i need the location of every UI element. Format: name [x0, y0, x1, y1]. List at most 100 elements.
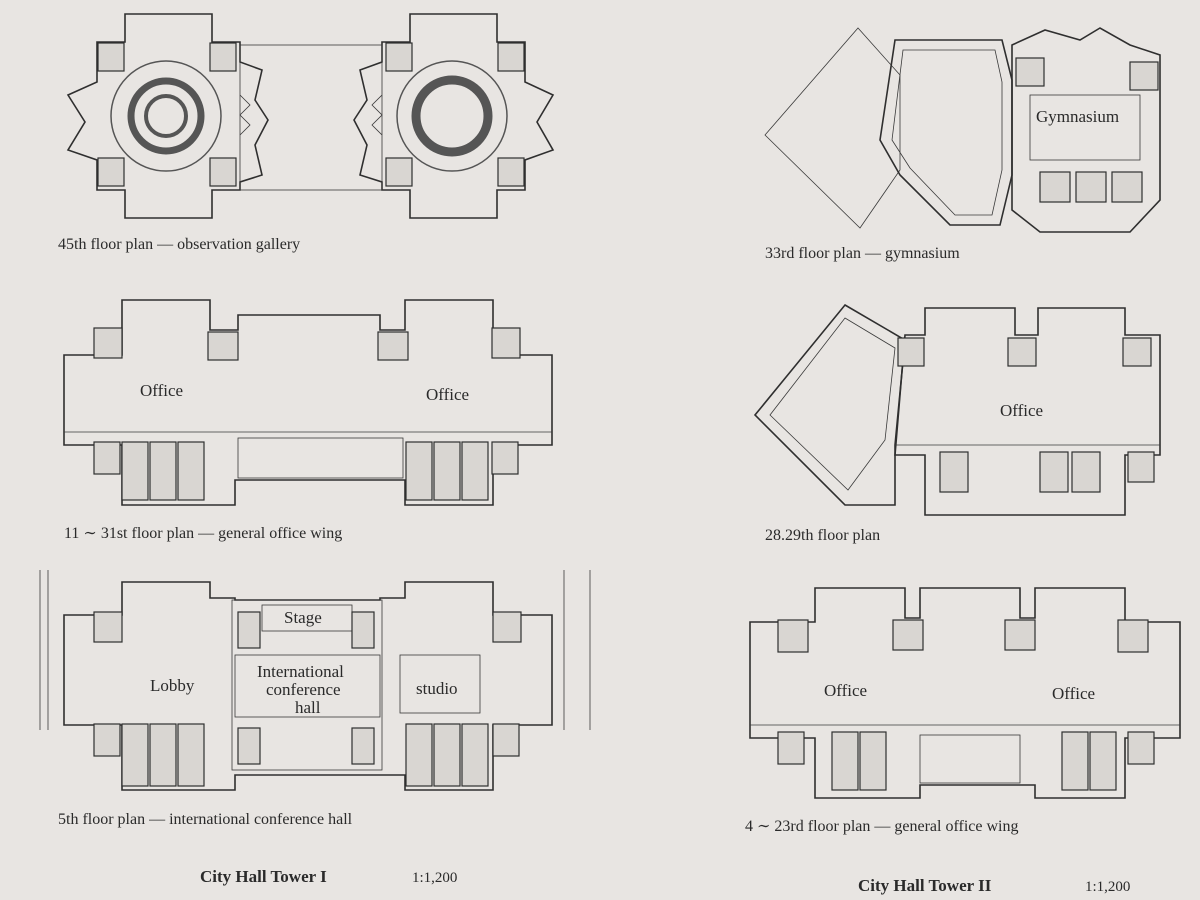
plan-33-core: [1015, 57, 1045, 87]
room-label-studio: studio: [416, 679, 458, 698]
plan-4-core: [892, 619, 924, 651]
plan-5-service: [405, 723, 433, 787]
plan-28-office-outline: [894, 307, 1161, 516]
room-label-office: Office: [426, 385, 469, 404]
plan-28-service: [1071, 451, 1101, 493]
scale-tower-1: 1:1,200: [412, 870, 457, 886]
plan-45-core: [385, 42, 413, 72]
caption-5th-floor: 5th floor plan — international conferenc…: [58, 811, 353, 828]
plan-11-core: [377, 331, 409, 361]
plan-5-service: [461, 723, 489, 787]
plan-4-outline: [749, 587, 1181, 799]
caption-45th-floor: 45th floor plan — observation gallery: [58, 236, 300, 253]
plan-28-service: [1127, 451, 1155, 483]
plan-5-service: [93, 723, 121, 757]
plan-11-service: [121, 441, 149, 501]
plan-45-core: [209, 157, 237, 187]
plan-4-service: [1127, 731, 1155, 765]
plan-5-studio: [399, 654, 481, 714]
plan-33-diamond-inner: [891, 49, 1003, 216]
plan-28-service: [939, 451, 969, 493]
plan-5-service: [121, 723, 149, 787]
plan-11-core: [491, 327, 521, 359]
title-tower-1: City Hall Tower I: [200, 867, 327, 886]
room-label-conference-line1: International: [257, 662, 344, 681]
plan-5-stair: [237, 727, 261, 765]
plan-5-stair: [351, 727, 375, 765]
plan-4-core: [1004, 619, 1036, 651]
plan-33-atrium-outline: [764, 27, 901, 229]
room-label-office: Office: [140, 381, 183, 400]
plan-5-service: [149, 723, 177, 787]
plan-11-service: [93, 441, 121, 475]
plan-4-service: [831, 731, 859, 791]
caption-11-31st-floor: 11 ∼ 31st floor plan — general office wi…: [64, 525, 342, 542]
room-label-office: Office: [1052, 684, 1095, 703]
plan-11-service: [461, 441, 489, 501]
plan-33-core: [1111, 171, 1143, 203]
plan-45-left-ring-inner: [127, 77, 205, 155]
plan-45-left-zigzag: [239, 94, 251, 136]
plan-28-core: [897, 337, 925, 367]
plan-5-core: [93, 611, 123, 643]
plan-28-core: [1007, 337, 1037, 367]
plan-28-service: [1039, 451, 1069, 493]
caption-28-29th-floor: 28.29th floor plan: [765, 527, 880, 544]
plan-45-core: [97, 157, 125, 187]
plan-11-service: [433, 441, 461, 501]
plan-11-service: [491, 441, 519, 475]
plan-5-service: [433, 723, 461, 787]
plan-33-wing-outline: [1011, 27, 1161, 233]
plan-45-right-ring-outer: [396, 60, 508, 172]
plan-33-core: [1075, 171, 1107, 203]
plan-5-service: [177, 723, 205, 787]
plan-5-core: [492, 611, 522, 643]
plan-11-service: [405, 441, 433, 501]
plan-5-conference-hall: [234, 654, 381, 718]
plan-45-right-tower-outline: [353, 13, 555, 219]
plan-11-core: [207, 331, 239, 361]
plan-45-core: [385, 157, 413, 187]
plan-11-core: [93, 327, 123, 359]
plan-4-23rd-floor: Office Office 4 ∼ 23rd floor plan — gene…: [745, 587, 1181, 835]
plan-4-service: [1061, 731, 1089, 791]
scale-tower-2: 1:1,200: [1085, 879, 1130, 895]
room-label-gymnasium: Gymnasium: [1036, 107, 1119, 126]
plan-45-core: [497, 157, 525, 187]
plan-11-31st-floor: Office Office 11 ∼ 31st floor plan — gen…: [63, 299, 553, 542]
room-label-conference-line2: conference: [266, 680, 341, 699]
plan-45-left-ring-core: [144, 94, 188, 138]
plan-11-service: [177, 441, 205, 501]
plan-33-gymnasium-room: [1029, 94, 1141, 161]
caption-4-23rd-floor: 4 ∼ 23rd floor plan — general office win…: [745, 818, 1018, 835]
plan-33-core: [1039, 171, 1071, 203]
plan-4-service: [1089, 731, 1117, 791]
plan-28-29th-floor: Office 28.29th floor plan: [753, 303, 1161, 544]
plan-45th-floor: 45th floor plan — observation gallery: [58, 13, 555, 253]
plan-5th-floor: Stage Lobby International conference hal…: [39, 570, 591, 828]
plan-45-right-ring-inner: [411, 75, 493, 157]
caption-33rd-floor: 33rd floor plan — gymnasium: [765, 245, 960, 262]
plan-5-stair: [351, 611, 375, 649]
plan-45-core: [209, 42, 237, 72]
plan-45-core: [497, 42, 525, 72]
plan-4-service: [859, 731, 887, 791]
plan-33rd-floor: Gymnasium 33rd floor plan — gymnasium: [764, 27, 1161, 262]
room-label-conference-line3: hall: [295, 698, 321, 717]
plan-11-service: [149, 441, 177, 501]
plan-45-right-zigzag: [371, 94, 383, 136]
plan-33-core: [1129, 61, 1159, 91]
plan-45-core: [97, 42, 125, 72]
plan-4-core: [1117, 619, 1149, 653]
plan-28-core: [1122, 337, 1152, 367]
plan-45-left-ring-outer: [110, 60, 222, 172]
room-label-office: Office: [1000, 401, 1043, 420]
plan-4-service: [777, 731, 805, 765]
plan-4-core: [777, 619, 809, 653]
plan-28-diamond-inner: [769, 317, 896, 491]
plan-5-stair: [237, 611, 261, 649]
plan-45-bridge: [239, 44, 383, 191]
plan-5-hall-zone: [231, 599, 383, 771]
